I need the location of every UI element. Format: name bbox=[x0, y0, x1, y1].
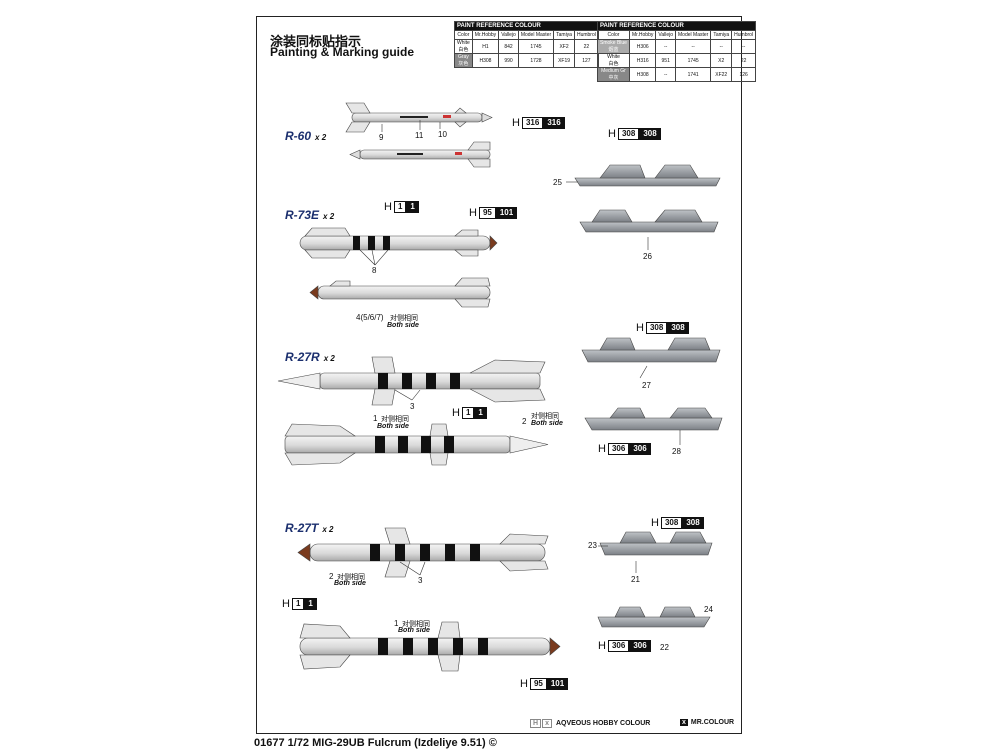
pylon-21 bbox=[599, 531, 713, 556]
table-cell: 1741 bbox=[675, 67, 712, 82]
part-1: 1 bbox=[373, 414, 378, 423]
part-3: 3 bbox=[410, 402, 415, 411]
part-9: 9 bbox=[379, 133, 384, 142]
table-cell: XF19 bbox=[553, 53, 575, 68]
both-side-cn: 对侧相同 bbox=[337, 574, 365, 581]
both-side-label: Both side bbox=[377, 423, 409, 430]
table-cell: 127 bbox=[573, 53, 599, 68]
r27r-side-view bbox=[284, 423, 549, 466]
both-side-label: Both side bbox=[398, 627, 430, 634]
part-23: 23 bbox=[588, 541, 597, 550]
r60-side-view bbox=[349, 141, 491, 168]
r60-top-view bbox=[345, 102, 493, 133]
both-side-cn: 对侧相同 bbox=[402, 621, 430, 628]
part-26: 26 bbox=[643, 252, 652, 261]
title-chinese: 涂装同标贴指示 bbox=[270, 34, 362, 49]
table-cell: 1728 bbox=[517, 53, 555, 68]
footer-title: 01677 1/72 MIG-29UB Fulcrum (Izdeliye 9.… bbox=[254, 737, 497, 749]
part-2: 2 bbox=[329, 572, 334, 581]
both-side-cn: 对侧相同 bbox=[390, 315, 418, 322]
both-side-cn: 对侧相同 bbox=[381, 416, 409, 423]
both-side-label: Both side bbox=[387, 322, 419, 329]
part-11: 11 bbox=[415, 131, 424, 140]
title-english: Painting & Marking guide bbox=[270, 45, 415, 59]
both-side-label: Both side bbox=[334, 580, 366, 587]
pylon-27 bbox=[581, 337, 721, 363]
table-cell: H308 bbox=[628, 67, 657, 82]
part-21: 21 bbox=[631, 575, 640, 584]
part-24: 24 bbox=[704, 605, 713, 614]
r27t-side-view bbox=[299, 621, 561, 672]
pylon-25 bbox=[574, 164, 721, 187]
r73e-top-view bbox=[299, 227, 498, 259]
part-3: 3 bbox=[418, 576, 423, 585]
table-cell: H308 bbox=[471, 53, 500, 68]
both-side-cn: 对侧相同 bbox=[531, 413, 559, 420]
part-2: 2 bbox=[522, 417, 527, 426]
paint-table-1: PAINT REFERENCE COLOUR Color Mr.Hobby Va… bbox=[454, 21, 599, 68]
table-cell: 126 bbox=[731, 67, 757, 82]
part-25: 25 bbox=[553, 178, 562, 187]
paint-table-2: PAINT REFERENCE COLOUR Color Mr.Hobby Va… bbox=[596, 21, 757, 82]
part-4: 4(5/6/7) bbox=[356, 313, 384, 322]
pylon-28 bbox=[584, 407, 723, 431]
part-28: 28 bbox=[672, 447, 681, 456]
part-10: 10 bbox=[438, 130, 447, 139]
pylon-22 bbox=[597, 606, 711, 628]
both-side-label: Both side bbox=[531, 420, 563, 427]
part-8: 8 bbox=[372, 266, 377, 275]
table-cell: -- bbox=[675, 39, 712, 54]
part-1: 1 bbox=[394, 619, 399, 628]
r73e-side-view bbox=[309, 277, 491, 308]
part-27: 27 bbox=[642, 381, 651, 390]
r27r-top-view bbox=[277, 356, 546, 406]
pylon-26 bbox=[579, 209, 719, 233]
r27t-top-view bbox=[297, 527, 549, 578]
part-22: 22 bbox=[660, 643, 669, 652]
